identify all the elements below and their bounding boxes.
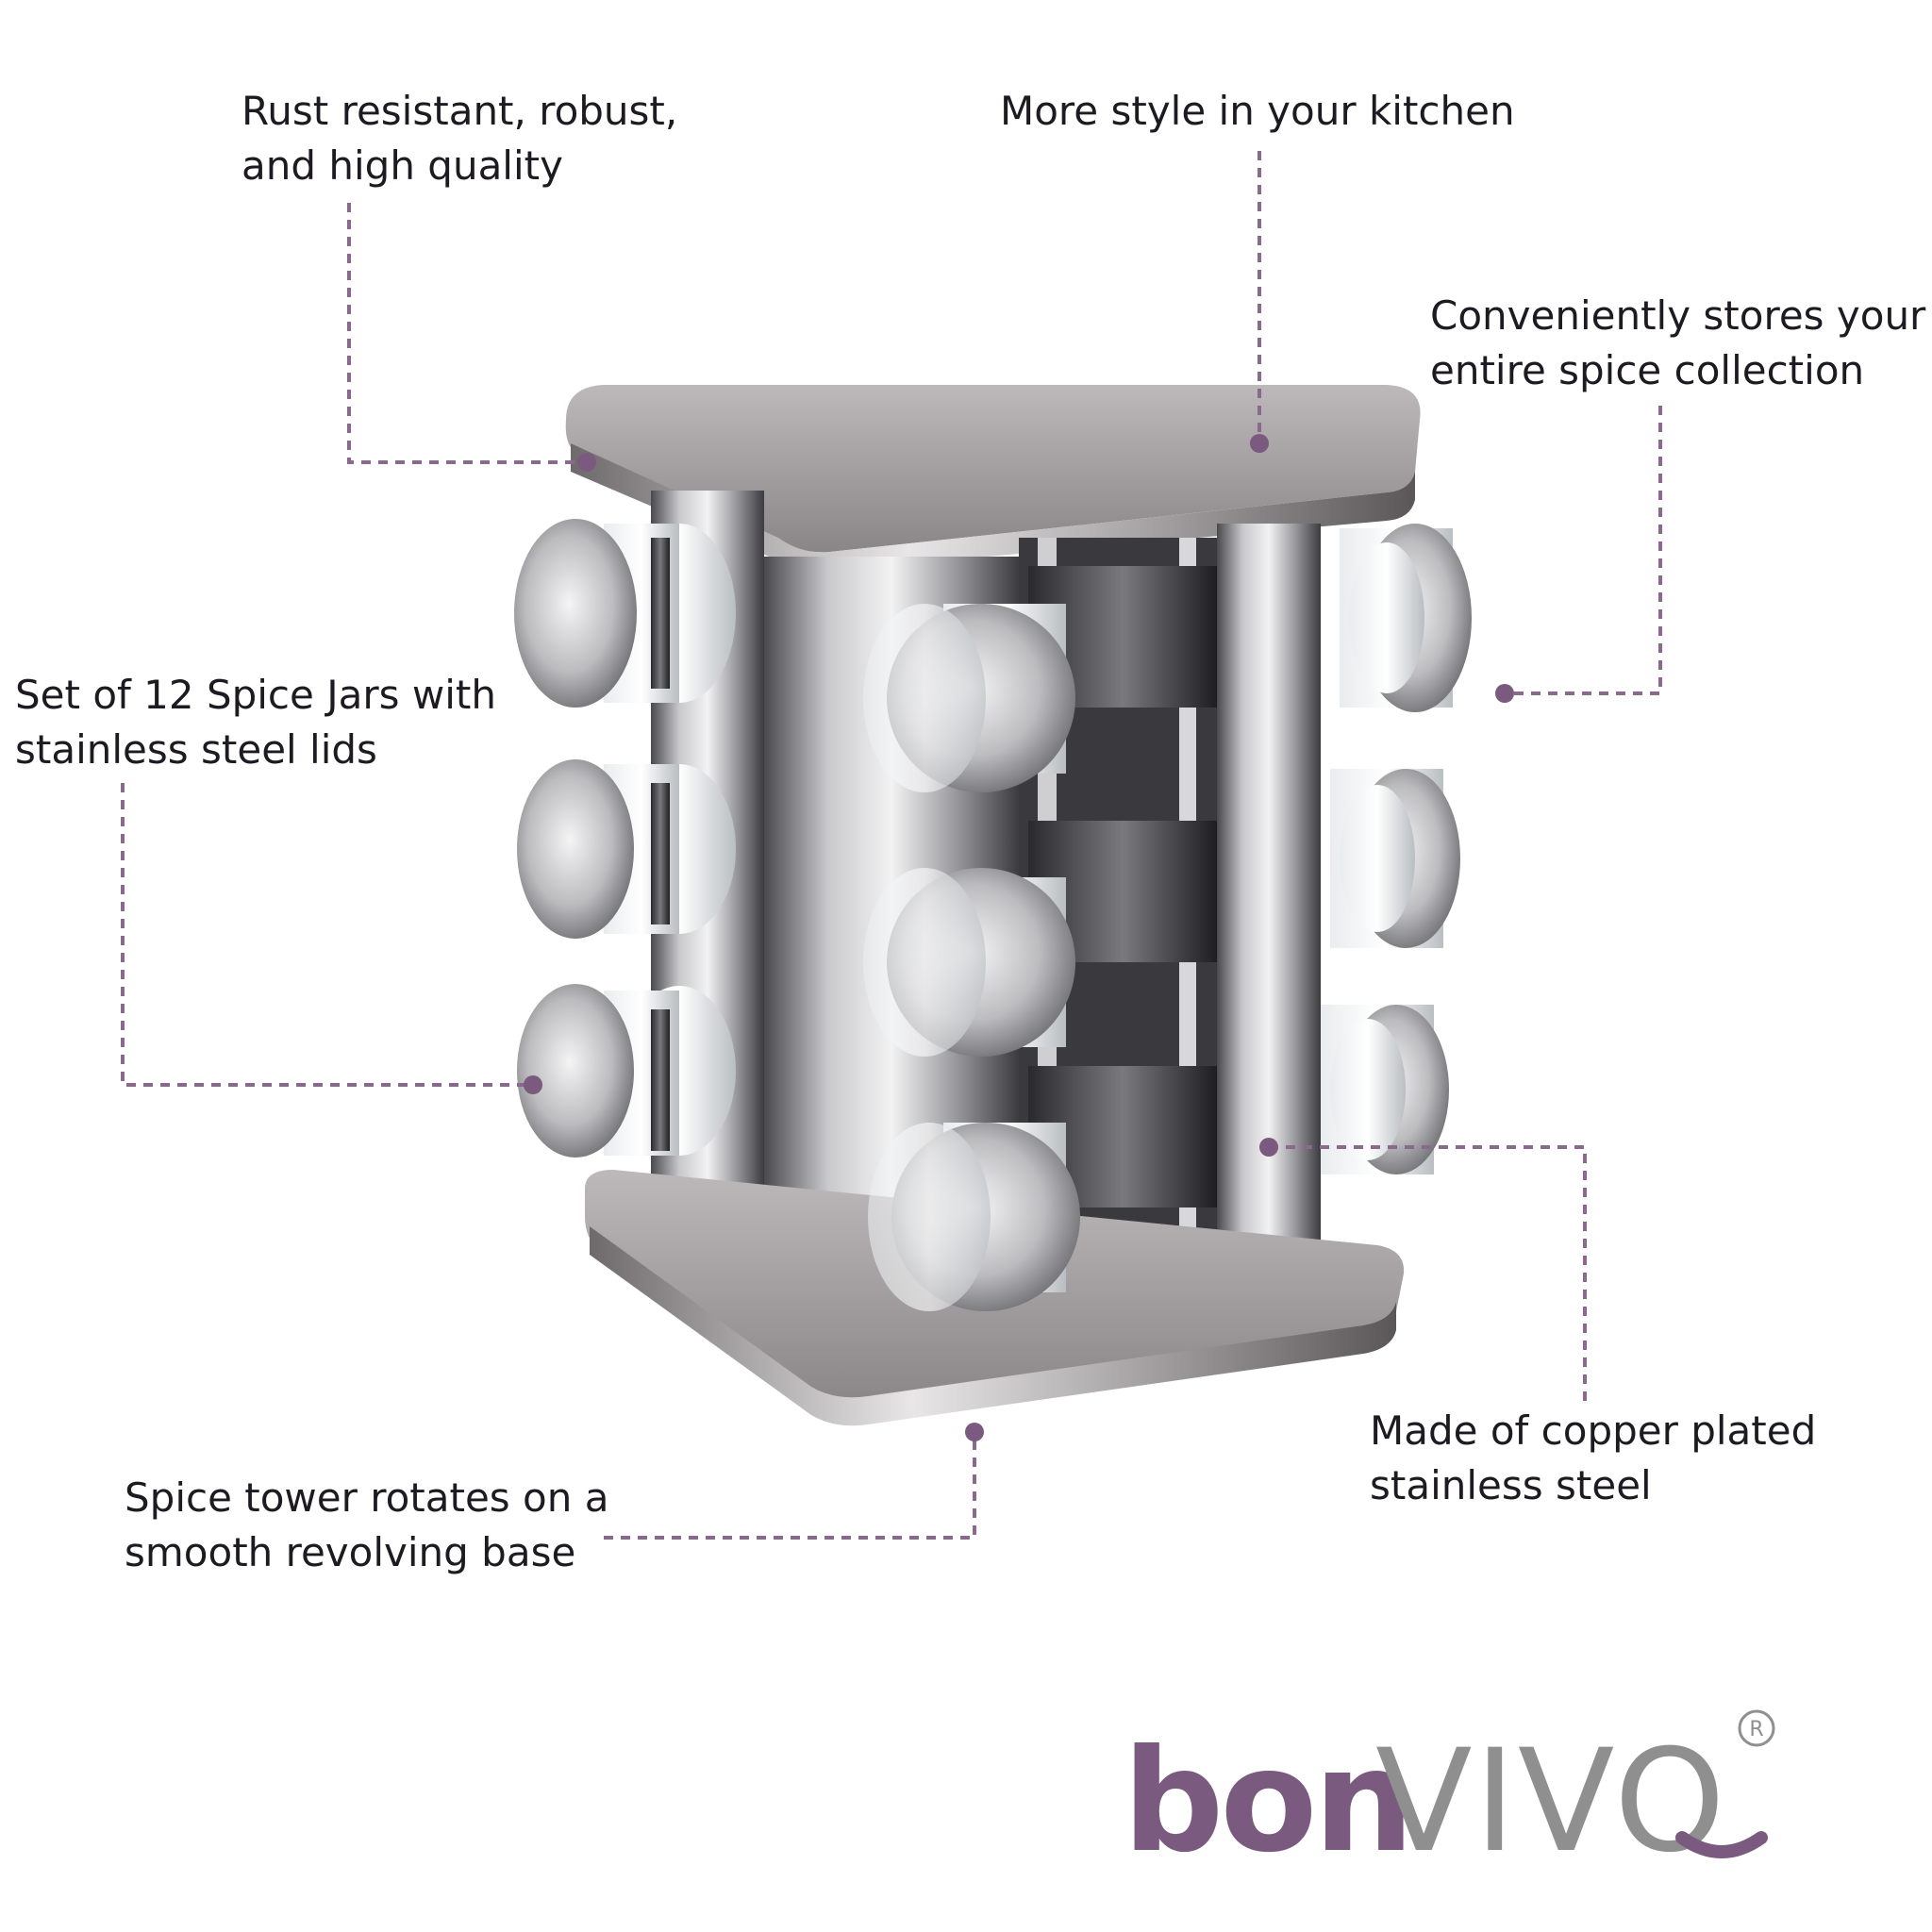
callout-jars: Set of 12 Spice Jars with stainless stee… [15, 668, 496, 777]
jars-right [1321, 524, 1472, 1174]
registered-letter: R [1749, 1718, 1763, 1741]
callout-text: Set of 12 Spice Jars with [15, 672, 496, 718]
jars-front [863, 566, 1217, 1311]
jars-left [514, 519, 736, 1158]
callout-rotates: Spice tower rotates on a smooth revolvin… [125, 1471, 608, 1580]
callout-text: smooth revolving base [125, 1529, 576, 1575]
callout-dot-rust [577, 453, 596, 472]
callout-line-stores [1505, 406, 1662, 695]
callout-text: and high quality [242, 142, 563, 189]
callout-line-rotates [604, 1432, 976, 1540]
callout-dot-style [1250, 434, 1269, 453]
callout-copper: Made of copper plated stainless steel [1370, 1404, 1816, 1513]
callout-stores: Conveniently stores your entire spice co… [1430, 289, 1925, 398]
callout-dots [524, 434, 1514, 1441]
callout-line-jars [121, 783, 533, 1087]
callout-line-copper [1269, 1145, 1587, 1401]
callout-lines [121, 151, 1662, 1540]
callout-text: Made of copper plated [1370, 1407, 1817, 1454]
callout-style: More style in your kitchen [1000, 84, 1515, 139]
callout-text: stainless steel [1370, 1462, 1652, 1508]
callout-dot-rotates [965, 1423, 984, 1441]
callout-text: Spice tower rotates on a [125, 1474, 609, 1521]
logo-bon: bon [1123, 1720, 1414, 1884]
brand-logo: bon VIVO R [1123, 1709, 1783, 1887]
registered-mark-icon: R [1738, 1709, 1775, 1747]
callout-text: Rust resistant, robust, [242, 88, 678, 134]
callout-rust-resistant: Rust resistant, robust, and high quality [242, 84, 677, 193]
logo-vivo: VIVO [1375, 1720, 1727, 1884]
callout-line-rust [347, 203, 587, 464]
callout-dot-stores [1495, 684, 1514, 703]
logo-smile-icon [1675, 1831, 1768, 1858]
callout-text: Conveniently stores your [1430, 292, 1926, 339]
top-plate [565, 385, 1421, 572]
callout-text: entire spice collection [1430, 347, 1865, 393]
callout-dot-copper [1259, 1138, 1278, 1157]
callout-text: More style in your kitchen [1000, 88, 1515, 134]
callout-dot-jars [524, 1075, 542, 1094]
callout-text: stainless steel lids [15, 726, 377, 773]
